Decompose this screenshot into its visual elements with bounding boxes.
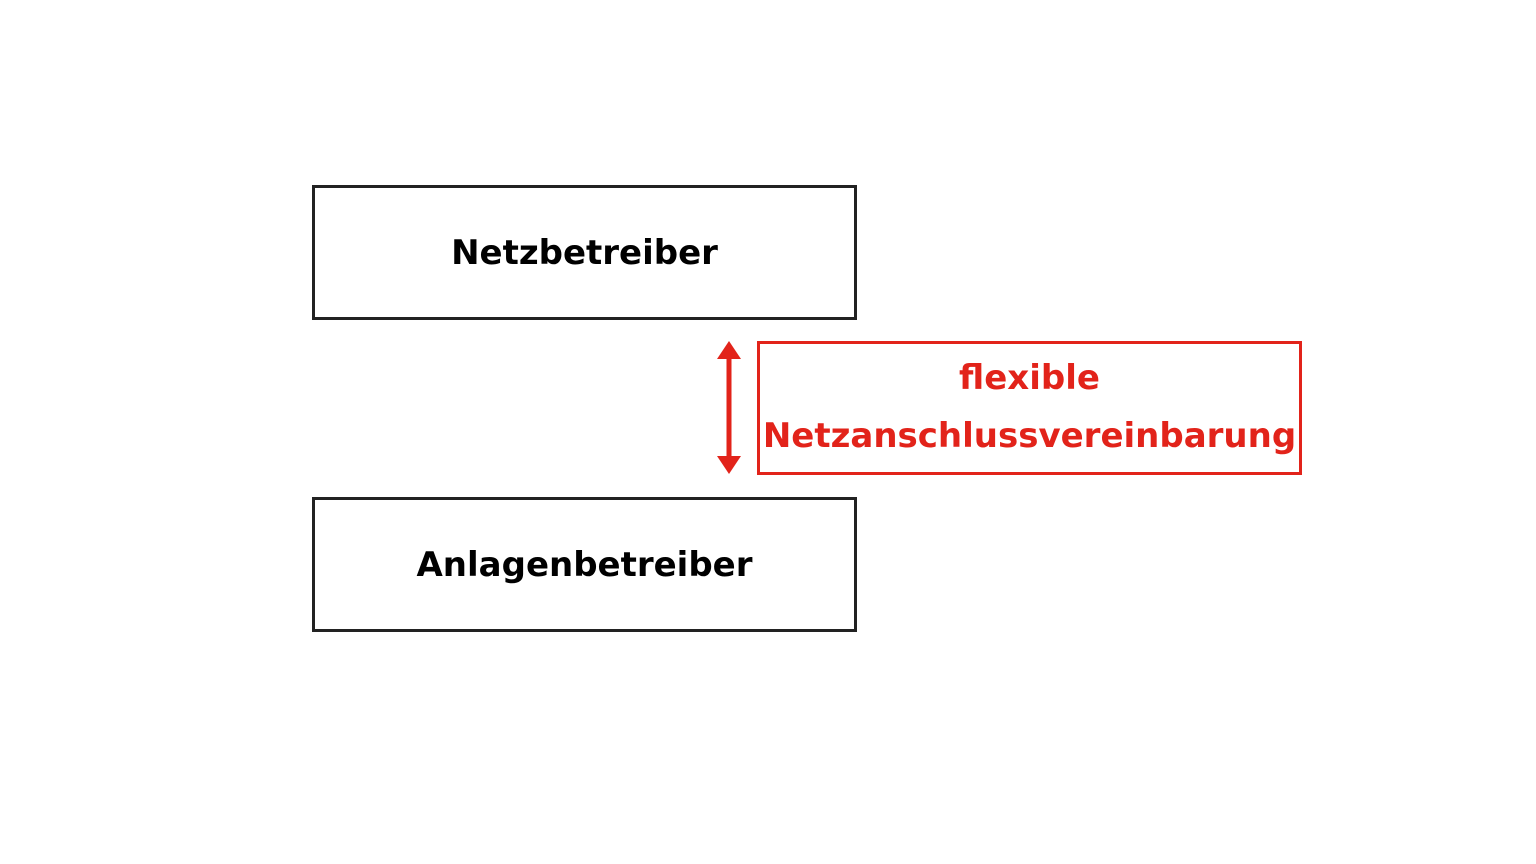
anlagenbetreiber-label: Anlagenbetreiber — [416, 544, 753, 585]
agreement-label-line1: flexible — [959, 358, 1100, 399]
netzbetreiber-label: Netzbetreiber — [451, 232, 718, 273]
arrow-head-up — [717, 341, 741, 359]
agreement-label-line2: Netzanschlussvereinbarung — [762, 416, 1297, 456]
anlagenbetreiber-box: Anlagenbetreiber — [312, 497, 857, 632]
netzanschlussvereinbarung-box: flexible Netzanschlussvereinbarung — [757, 341, 1302, 475]
arrow-head-down — [717, 456, 741, 474]
netzbetreiber-box: Netzbetreiber — [312, 185, 857, 320]
